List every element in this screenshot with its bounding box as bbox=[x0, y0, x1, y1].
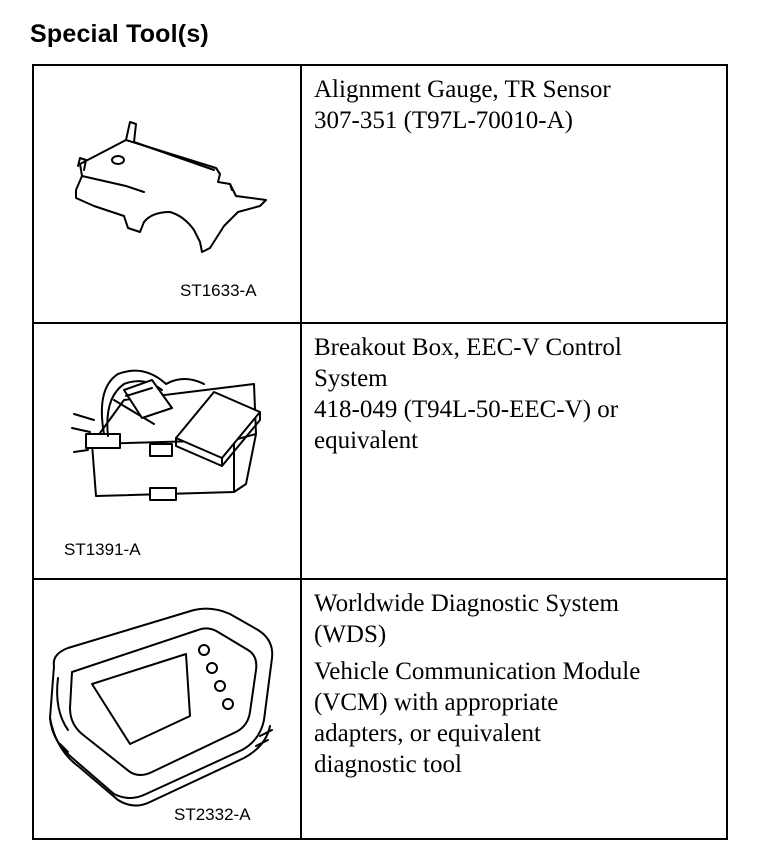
description-line: (WDS) bbox=[314, 621, 387, 648]
illustration-code: ST2332-A bbox=[174, 805, 251, 824]
tool-description: Breakout Box, EEC-V Control System 418-0… bbox=[302, 324, 726, 578]
illustration-cell: ST1391-A bbox=[34, 324, 302, 578]
description-line: System bbox=[314, 365, 388, 392]
description-line: Worldwide Diagnostic System bbox=[314, 590, 619, 617]
description-line: equivalent bbox=[314, 427, 419, 454]
description-line: diagnostic tool bbox=[314, 751, 462, 778]
description-paragraph: Breakout Box, EEC-V Control System 418-0… bbox=[314, 332, 716, 456]
description-line: Vehicle Communication Module bbox=[314, 658, 641, 685]
description-line: Breakout Box, EEC-V Control bbox=[314, 334, 622, 361]
description-paragraph: Worldwide Diagnostic System (WDS) bbox=[314, 588, 716, 650]
description-line: Alignment Gauge, TR Sensor bbox=[314, 76, 611, 103]
description-line: 307-351 (T97L-70010-A) bbox=[314, 107, 573, 134]
illustration-cell: ST2332-A bbox=[34, 580, 302, 838]
illustration-cell: ST1633-A bbox=[34, 66, 302, 322]
tool-description: Worldwide Diagnostic System (WDS) Vehicl… bbox=[302, 580, 726, 838]
description-paragraph: Vehicle Communication Module (VCM) with … bbox=[314, 656, 716, 780]
description-line: 418-049 (T94L-50-EEC-V) or bbox=[314, 396, 619, 423]
tool-description: Alignment Gauge, TR Sensor 307-351 (T97L… bbox=[302, 66, 726, 322]
tr-sensor-alignment-gauge-icon bbox=[75, 121, 267, 253]
illustration-code: ST1391-A bbox=[64, 540, 141, 559]
description-line: (VCM) with appropriate bbox=[314, 689, 559, 716]
description-paragraph: Alignment Gauge, TR Sensor 307-351 (T97L… bbox=[314, 74, 716, 136]
table-row: ST2332-A Worldwide Diagnostic System (WD… bbox=[34, 578, 726, 838]
diagnostic-system-icon bbox=[49, 607, 274, 807]
description-line: adapters, or equivalent bbox=[314, 720, 541, 747]
section-heading: Special Tool(s) bbox=[30, 20, 209, 48]
table-row: ST1391-A Breakout Box, EEC-V Control Sys… bbox=[34, 322, 726, 578]
table-row: ST1633-A Alignment Gauge, TR Sensor 307-… bbox=[34, 66, 726, 322]
illustration-code: ST1633-A bbox=[180, 281, 257, 300]
breakout-box-icon bbox=[71, 369, 261, 501]
special-tools-table: ST1633-A Alignment Gauge, TR Sensor 307-… bbox=[32, 64, 728, 840]
